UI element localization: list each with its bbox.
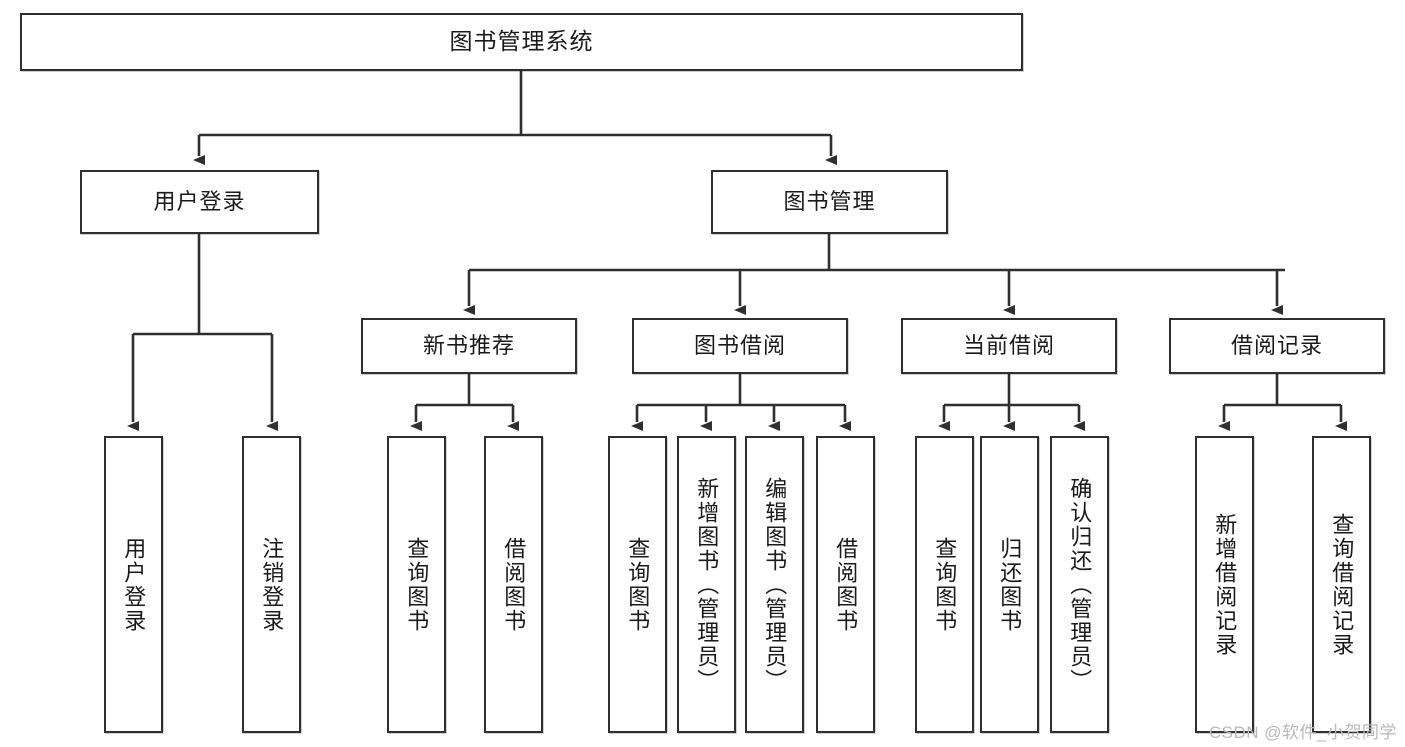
leaf-user-login-logout[interactable]: 注销登录 [242, 436, 301, 733]
leaf-current-borrow-return-book[interactable]: 归还图书 [980, 436, 1039, 733]
node-book-management[interactable]: 图书管理 [711, 170, 948, 234]
leaf-book-borrow-borrow-book[interactable]: 借阅图书 [816, 436, 875, 733]
node-root-book-management-system[interactable]: 图书管理系统 [20, 13, 1023, 71]
leaf-new-book-borrow-book[interactable]: 借阅图书 [484, 436, 543, 733]
leaf-current-borrow-query-book[interactable]: 查询图书 [915, 436, 974, 733]
leaf-book-borrow-edit-book-admin[interactable]: 编辑图书（管理员） [745, 436, 804, 733]
leaf-user-login-login[interactable]: 用户登录 [104, 436, 163, 733]
csdn-watermark: CSDN @软件_小贺同学 [1208, 723, 1397, 742]
node-book-borrow[interactable]: 图书借阅 [632, 318, 848, 374]
node-borrow-record[interactable]: 借阅记录 [1169, 318, 1385, 374]
node-new-book-recommend[interactable]: 新书推荐 [361, 318, 577, 374]
node-current-borrow[interactable]: 当前借阅 [901, 318, 1117, 374]
leaf-borrow-record-add-record[interactable]: 新增借阅记录 [1195, 436, 1254, 733]
leaf-borrow-record-query-record[interactable]: 查询借阅记录 [1312, 436, 1371, 733]
leaf-new-book-query-book[interactable]: 查询图书 [387, 436, 446, 733]
leaf-book-borrow-query-book[interactable]: 查询图书 [608, 436, 667, 733]
leaf-current-borrow-confirm-return-admin[interactable]: 确认归还（管理员） [1050, 436, 1109, 733]
node-user-login[interactable]: 用户登录 [80, 170, 319, 234]
leaf-book-borrow-add-book-admin[interactable]: 新增图书（管理员） [677, 436, 736, 733]
